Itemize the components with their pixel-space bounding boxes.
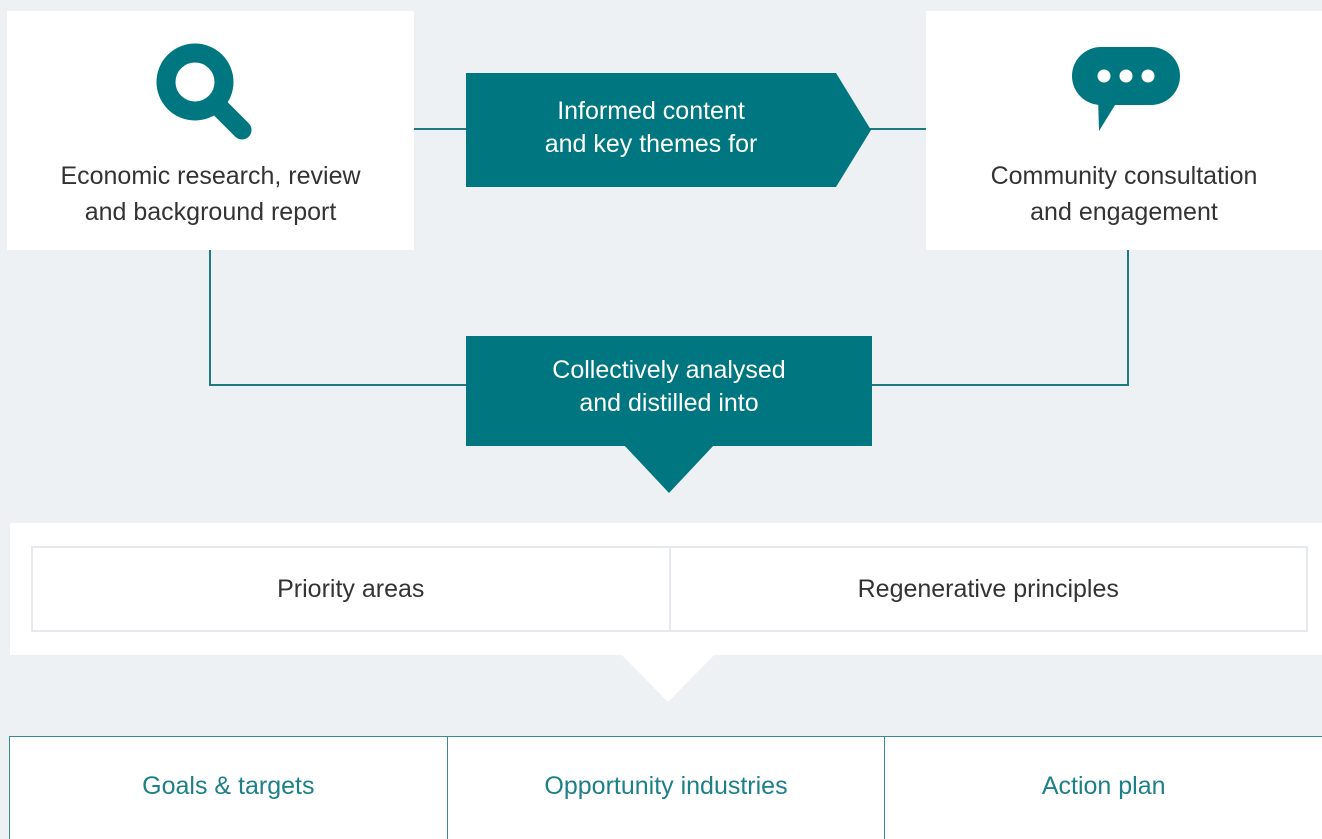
connector-left-horizontal [209, 384, 467, 386]
connector-left-to-banner [413, 128, 467, 130]
analysed-label: Collectively analysed and distilled into [552, 356, 786, 417]
analysed-banner: Collectively analysed and distilled into [466, 336, 872, 493]
community-label: Community consultation and engagement [990, 162, 1258, 226]
research-label: Economic research, review and background… [60, 162, 361, 226]
right-arrow-shape [466, 73, 871, 187]
informed-content-banner: Informed content and key themes for [466, 73, 871, 187]
plan-action-plan: Action plan [884, 737, 1322, 839]
speech-bubble-icon [1072, 47, 1180, 131]
search-icon [156, 43, 252, 140]
connector-left-vertical [209, 250, 211, 386]
informed-content-label: Informed content and key themes for [544, 97, 758, 158]
outputs-panel [10, 523, 1322, 655]
output-regenerative-principles: Regenerative principles [668, 548, 1307, 630]
outputs-grid: Priority areas Regenerative principles [31, 546, 1308, 632]
connector-banner-to-right [866, 128, 926, 130]
plan-grid: Goals & targets Opportunity industries A… [9, 736, 1322, 839]
connector-right-vertical [1127, 250, 1129, 386]
down-arrow-shape [466, 336, 872, 493]
connector-right-horizontal [871, 384, 1129, 386]
plan-opportunity-industries: Opportunity industries [446, 737, 885, 839]
plan-goals-targets: Goals & targets [142, 771, 315, 800]
output-priority-areas: Priority areas [277, 574, 425, 603]
community-box: Community consultation and engagement [926, 11, 1322, 250]
research-box: Economic research, review and background… [7, 11, 414, 250]
outputs-pointer [621, 654, 715, 702]
